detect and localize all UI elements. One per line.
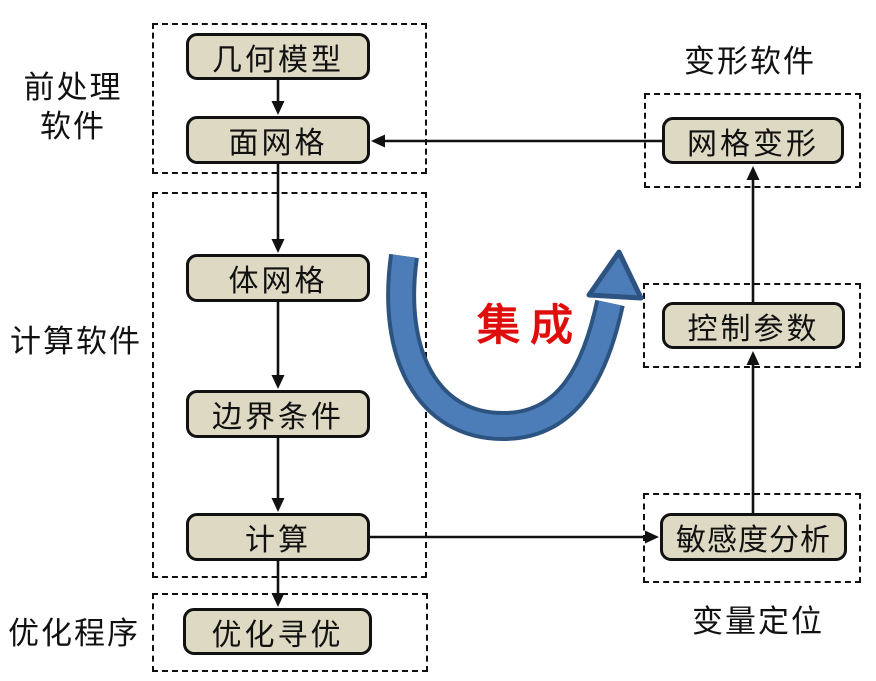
label-integration: 集成: [477, 302, 583, 350]
label-compute-software: 计算软件: [10, 324, 142, 359]
label-preprocess-software: 前处理 软件: [23, 70, 123, 144]
node-boundary-conditions: 边界条件: [186, 390, 370, 438]
node-geometry-model: 几何模型: [186, 33, 370, 80]
node-optimization-search: 优化寻优: [183, 608, 372, 655]
node-volume-mesh: 体网格: [186, 254, 370, 302]
group-preprocess-software: [152, 23, 427, 174]
node-mesh-deformation: 网格变形: [662, 117, 844, 164]
label-optimization-program: 优化程序: [8, 616, 140, 651]
node-compute: 计算: [186, 513, 370, 561]
arrow-sensitivity-to-control: [746, 351, 760, 513]
node-surface-mesh: 面网格: [186, 116, 370, 164]
node-sensitivity-analysis: 敏感度分析: [660, 513, 847, 561]
label-deformation-software: 变形软件: [684, 44, 816, 79]
group-optimization-program: [152, 593, 428, 672]
label-variable-location: 变量定位: [692, 604, 824, 639]
node-control-parameters: 控制参数: [662, 302, 845, 349]
